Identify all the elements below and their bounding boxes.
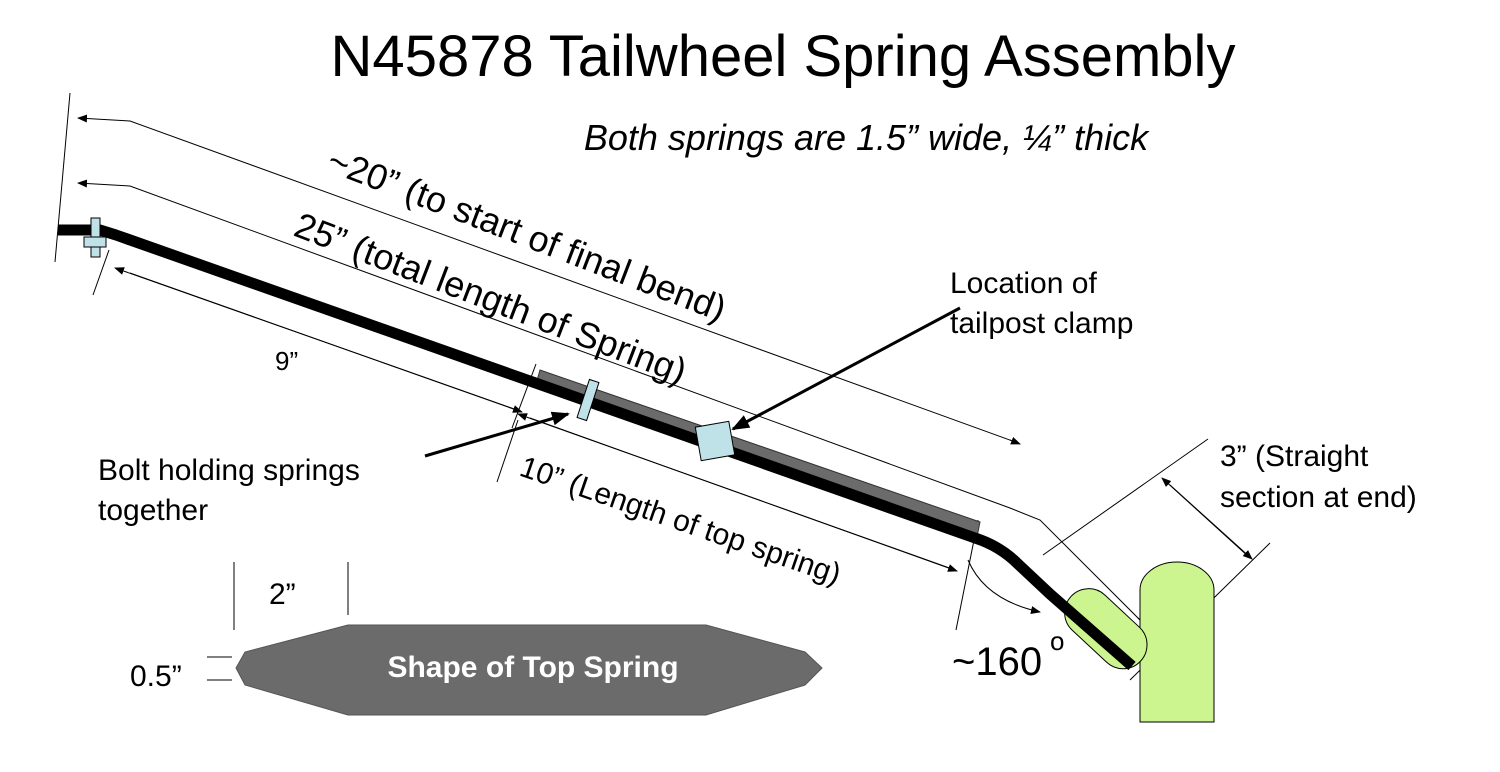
dimension-line-20in	[77, 114, 1019, 444]
dimension-arrow-9in-end	[129, 272, 523, 413]
label-angle-degree: o	[1050, 626, 1064, 656]
label-9in: 9”	[275, 346, 298, 376]
extension-line-3in-top	[1042, 438, 1209, 556]
diagram-subtitle: Both springs are 1.5” wide, ¼” thick	[584, 117, 1150, 158]
bolt-center	[576, 378, 600, 422]
tailwheel-arm	[1064, 588, 1148, 670]
top-spring-shape	[235, 624, 823, 716]
label-shape: Shape of Top Spring	[387, 651, 678, 684]
label-straight-line2: section at end)	[1220, 481, 1417, 514]
dimension-arrow-3in-end	[1169, 484, 1253, 560]
tailpost-block	[1139, 561, 1215, 723]
angle-arc-160	[967, 559, 1041, 614]
tailpost-clamp	[694, 420, 736, 462]
label-2in: 2”	[269, 578, 296, 611]
label-bolt-line1: Bolt holding springs	[98, 454, 360, 487]
dimension-line-25in	[77, 179, 1149, 629]
extension-line-left-bottom	[92, 249, 110, 296]
main-spring	[58, 224, 1136, 671]
label-bolt-line2: together	[98, 494, 208, 527]
extension-line-left-top	[54, 92, 71, 263]
bolt-left-nut	[83, 236, 107, 248]
label-straight-line1: 3” (Straight	[1220, 440, 1369, 473]
label-clamp-line1: Location of	[950, 267, 1097, 300]
callout-arrow-clamp	[731, 306, 961, 431]
extension-line-9in	[511, 363, 537, 429]
dimension-arrow-20in-end	[1009, 436, 1021, 445]
dimension-arrow-10in-end	[529, 417, 958, 572]
label-clamp-line2: tailpost clamp	[950, 307, 1133, 340]
callout-arrow-bolt	[424, 411, 570, 458]
label-05in: 0.5”	[130, 660, 182, 693]
label-angle: ~160	[952, 640, 1042, 684]
diagram-title: N45878 Tailwheel Spring Assembly	[331, 24, 1236, 89]
